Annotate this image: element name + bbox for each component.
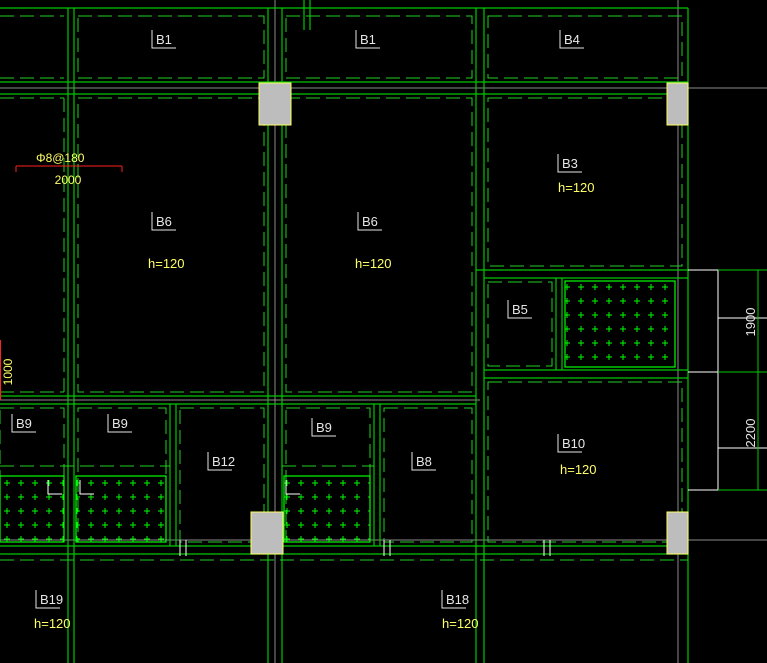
- rebar-spec: Φ8@180: [36, 151, 85, 165]
- slab-tag-mark: [441, 590, 466, 609]
- slab-edge: [487, 281, 553, 367]
- slab-label[interactable]: B9: [112, 416, 128, 431]
- column[interactable]: [666, 511, 689, 555]
- slab-label[interactable]: B1: [156, 32, 172, 47]
- slab-label[interactable]: B6: [156, 214, 172, 229]
- slab-edge: [285, 15, 473, 79]
- slab-edges: [0, 15, 688, 561]
- slab-edge: [77, 15, 265, 79]
- opening-mark: [79, 480, 94, 495]
- slab-label[interactable]: B6: [362, 214, 378, 229]
- opening-marks: [47, 480, 300, 495]
- slab-label[interactable]: B10: [562, 436, 585, 451]
- column[interactable]: [258, 82, 292, 126]
- column[interactable]: [250, 511, 284, 555]
- slab-thickness: h=120: [34, 616, 71, 631]
- slab-tag-mark: [107, 414, 132, 433]
- slab-tag-mark: [411, 452, 436, 471]
- slab-label[interactable]: B9: [16, 416, 32, 431]
- hatched-slab: [283, 475, 371, 543]
- slab-label[interactable]: B12: [212, 454, 235, 469]
- slab-tag-marks: [11, 30, 584, 609]
- slab-edge: [383, 407, 473, 543]
- slab-tag-mark: [35, 590, 60, 609]
- slab-edge: [179, 407, 265, 543]
- slab-thickness: h=120: [442, 616, 479, 631]
- slab-tag-mark: [557, 434, 582, 453]
- slab-thickness: h=120: [355, 256, 392, 271]
- slab-tag-mark: [151, 30, 176, 49]
- slab-tag-mark: [151, 212, 176, 231]
- slab-label[interactable]: B9: [316, 420, 332, 435]
- slab-label[interactable]: B5: [512, 302, 528, 317]
- columns: [250, 82, 689, 555]
- dimension-right-upper: 1900: [743, 308, 758, 337]
- dimension-left-vertical: 1000: [1, 358, 15, 385]
- dimension-right-lower: 2200: [743, 419, 758, 448]
- slab-label[interactable]: B4: [564, 32, 580, 47]
- slab-edge: [77, 97, 265, 393]
- slab-label[interactable]: B3: [562, 156, 578, 171]
- slab-label[interactable]: B1: [360, 32, 376, 47]
- dimension-lines: [688, 269, 767, 491]
- hatched-slab: [75, 475, 167, 543]
- slab-edge: [487, 97, 683, 267]
- slab-tag-mark: [357, 212, 382, 231]
- slab-label[interactable]: B19: [40, 592, 63, 607]
- opening-mark: [285, 480, 300, 495]
- slab-tag-mark: [207, 452, 232, 471]
- slab-tag-mark: [355, 30, 380, 49]
- slab-edge: [487, 15, 683, 79]
- opening-mark: [47, 480, 62, 495]
- slab-tag-mark: [11, 414, 36, 433]
- break-marks: [179, 540, 551, 556]
- slab-tag-mark: [507, 300, 532, 319]
- slab-label[interactable]: B18: [446, 592, 469, 607]
- slab-label[interactable]: B8: [416, 454, 432, 469]
- hatched-slab: [0, 475, 65, 543]
- slab-tag-mark: [311, 418, 336, 437]
- column[interactable]: [666, 82, 689, 126]
- slab-edge: [285, 97, 473, 393]
- dimension-extensions: [718, 269, 767, 491]
- slab-tag-mark: [559, 30, 584, 49]
- slab-thickness: h=120: [148, 256, 185, 271]
- rebar-length: 2000: [55, 173, 82, 187]
- hatched-slab: [564, 280, 676, 368]
- slab-tag-mark: [557, 154, 582, 173]
- hatched-slabs: [0, 280, 676, 543]
- slab-edge: [487, 381, 683, 543]
- slab-thickness: h=120: [558, 180, 595, 195]
- slab-thickness: h=120: [560, 462, 597, 477]
